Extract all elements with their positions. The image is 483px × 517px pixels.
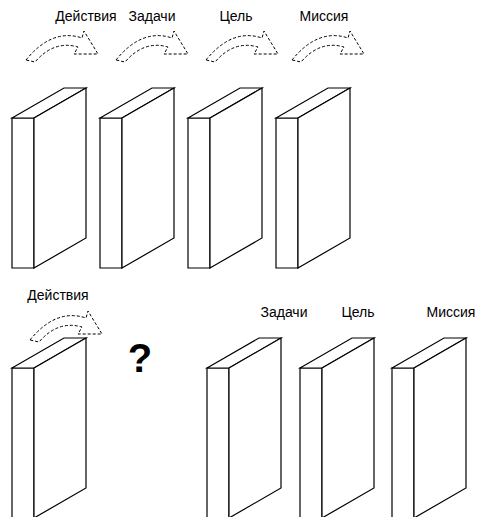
- domino: [392, 338, 466, 517]
- domino-label: Действия: [27, 287, 88, 304]
- domino: [12, 88, 86, 268]
- domino-label: Миссия: [300, 8, 349, 25]
- domino: [188, 88, 262, 268]
- dashed-arrow: [26, 31, 98, 62]
- dashed-arrow: [292, 31, 364, 62]
- dashed-arrow: [30, 311, 102, 342]
- domino-label: Цель: [341, 304, 374, 321]
- domino-label: Задачи: [128, 8, 175, 25]
- dashed-arrow: [116, 31, 188, 62]
- domino: [207, 338, 281, 517]
- domino: [12, 338, 86, 517]
- domino-label: Цель: [219, 8, 252, 25]
- domino-label: Задачи: [260, 304, 307, 321]
- dashed-arrow: [206, 31, 278, 62]
- domino: [300, 338, 374, 517]
- domino: [100, 88, 174, 268]
- question-mark: ?: [128, 334, 152, 382]
- domino-label: Миссия: [427, 304, 476, 321]
- domino: [276, 88, 350, 268]
- domino-label: Действия: [55, 8, 116, 25]
